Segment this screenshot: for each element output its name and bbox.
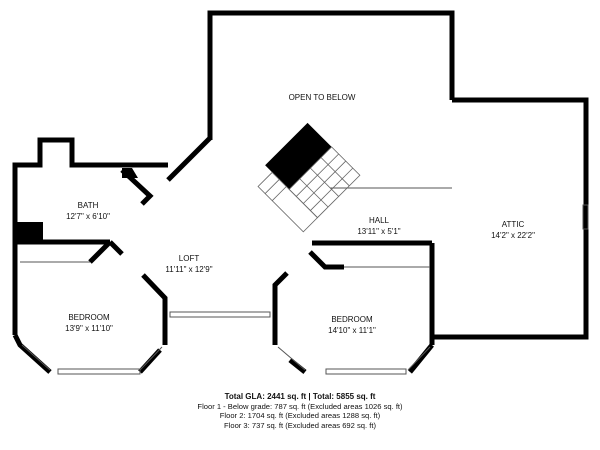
wall-bedroom-right [272,271,289,345]
room-bedroom-left: BEDROOM 13'9" x 11'10" [65,312,113,334]
room-dims: 14'2" x 22'2" [491,231,535,240]
room-bedroom-right: BEDROOM 14'10" x 11'1" [328,314,376,336]
room-name: LOFT [178,254,200,263]
room-bath: BATH 12'7" x 6'10" [66,200,110,222]
room-dims: 11'11" x 12'9" [165,265,213,274]
room-name: ATTIC [501,220,525,229]
floor1-area: Floor 1 - Below grade: 787 sq. ft (Exclu… [197,401,403,411]
room-name: HALL [368,216,389,225]
room-dims: 14'10" x 11'1" [328,326,376,335]
room-name: BATH [77,201,99,210]
room-name: OPEN TO BELOW [288,93,356,102]
room-dims: 13'11" x 5'1" [357,227,401,236]
room-dims: 12'7" x 6'10" [66,212,110,221]
room-hall: HALL 13'11" x 5'1" [357,215,400,237]
floor3-area: Floor 3: 737 sq. ft (Excluded areas 692 … [224,420,376,430]
staircase [257,122,361,233]
wall-bath [12,137,168,335]
room-name: BEDROOM [331,315,373,324]
room-attic: ATTIC 14'2" x 22'2" [491,219,535,241]
wall-bedroom-left [12,333,52,374]
wall-open-to-below [207,10,455,140]
room-dims: 13'9" x 11'10" [65,324,113,333]
room-open-to-below: OPEN TO BELOW [289,92,356,103]
floor2-area: Floor 2: 1704 sq. ft (Excluded areas 128… [219,411,381,421]
room-loft: LOFT 11'11" x 12'9" [165,253,212,275]
area-summary: Total GLA: 2441 sq. ft | Total: 5855 sq.… [197,392,402,430]
room-name: BEDROOM [68,313,110,322]
total-area: Total GLA: 2441 sq. ft | Total: 5855 sq.… [224,392,376,401]
